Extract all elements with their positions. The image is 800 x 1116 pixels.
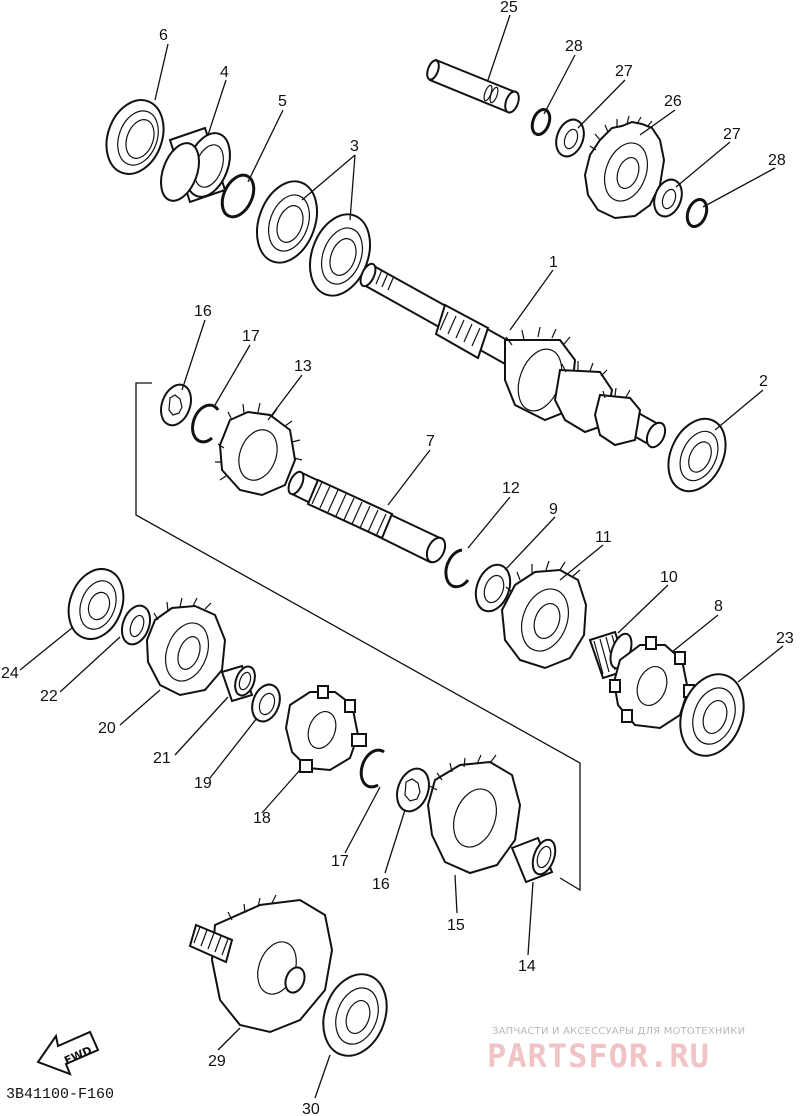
part-16-washer-a[interactable] [156,380,197,429]
callout-27-top: 27 [615,63,633,80]
callout-24: 24 [1,665,19,682]
part-2-bearing[interactable] [657,410,736,501]
part-25-shaft[interactable] [425,58,522,114]
part-14-bushing[interactable] [510,836,560,884]
part-6-oil-seal[interactable] [97,92,174,182]
part-20-gear[interactable] [145,597,227,697]
callout-17-bottom: 17 [331,853,349,870]
part-8-gear[interactable] [609,636,695,730]
part-17-circlip-a[interactable] [191,403,220,444]
watermark-brand: PARTSFOR.RU [487,1037,710,1075]
callout-2: 2 [759,373,768,390]
leader-lines [19,14,784,1099]
callout-9: 9 [549,501,558,518]
part-1-main-axle[interactable] [357,262,668,451]
callout-14: 14 [518,958,536,975]
callout-1: 1 [549,254,558,271]
part-4-bearing[interactable] [154,126,238,206]
callout-16-bottom: 16 [372,876,390,893]
part-19-washer[interactable] [247,681,284,726]
callout-11: 11 [595,529,612,546]
part-16-washer-b[interactable] [391,764,434,816]
diagram-code: 3B41100-F160 [6,1086,114,1103]
callout-7: 7 [426,433,435,450]
callout-18: 18 [253,810,271,827]
fwd-arrow-icon: FWD [36,1030,100,1076]
part-5-o-ring[interactable] [216,170,260,222]
part-7-drive-axle[interactable] [285,470,448,566]
part-12-circlip[interactable] [444,548,470,589]
callout-26: 26 [664,93,682,110]
callout-27-right: 27 [723,126,741,143]
group-bracket [135,382,581,892]
part-21-bushing[interactable] [220,664,259,703]
part-13-gear[interactable] [215,402,303,497]
callout-10: 10 [660,569,678,586]
callout-19: 19 [194,775,212,792]
callout-25: 25 [500,0,518,16]
callout-17-top: 17 [242,328,260,345]
callout-8: 8 [714,598,723,615]
callout-13: 13 [294,358,312,375]
callout-29: 29 [208,1053,226,1070]
callout-15: 15 [447,917,465,934]
callout-4: 4 [220,64,229,81]
part-15-gear[interactable] [426,754,522,875]
callout-6: 6 [159,27,168,44]
callout-23: 23 [776,630,794,647]
part-3-bearing-a[interactable] [246,173,327,271]
part-17-circlip-b[interactable] [359,748,385,789]
part-28-circlip-a[interactable] [529,107,553,137]
part-28-circlip-b[interactable] [684,197,710,229]
part-9-washer[interactable] [470,560,516,616]
callout-3: 3 [350,138,359,155]
part-26-gear[interactable] [583,115,666,220]
part-27-washer-a[interactable] [551,116,588,161]
callout-30: 30 [302,1101,320,1116]
part-22-washer[interactable] [117,602,155,648]
part-11-gear[interactable] [500,560,588,670]
part-29-gear[interactable] [188,894,334,1034]
watermark-tagline: ЗАПЧАСТИ И АКСЕССУАРЫ ДЛЯ МОТОТЕХНИКИ [492,1026,745,1037]
callout-28-right: 28 [768,152,786,169]
part-24-bearing[interactable] [59,561,132,646]
callout-5: 5 [278,93,287,110]
part-30-bearing[interactable] [312,965,397,1064]
callout-12: 12 [502,480,520,497]
callout-20: 20 [98,720,116,737]
part-23-bearing[interactable] [669,665,754,764]
callout-16-top: 16 [194,303,212,320]
part-3-bearing-b[interactable] [299,206,380,304]
callout-22: 22 [40,688,58,705]
watermark: ЗАПЧАСТИ И АКСЕССУАРЫ ДЛЯ МОТОТЕХНИКИ PA… [487,1026,745,1075]
callout-28-top: 28 [565,38,583,55]
callout-21: 21 [153,750,171,767]
part-18-gear[interactable] [284,685,367,773]
part-27-washer-b[interactable] [649,176,686,221]
